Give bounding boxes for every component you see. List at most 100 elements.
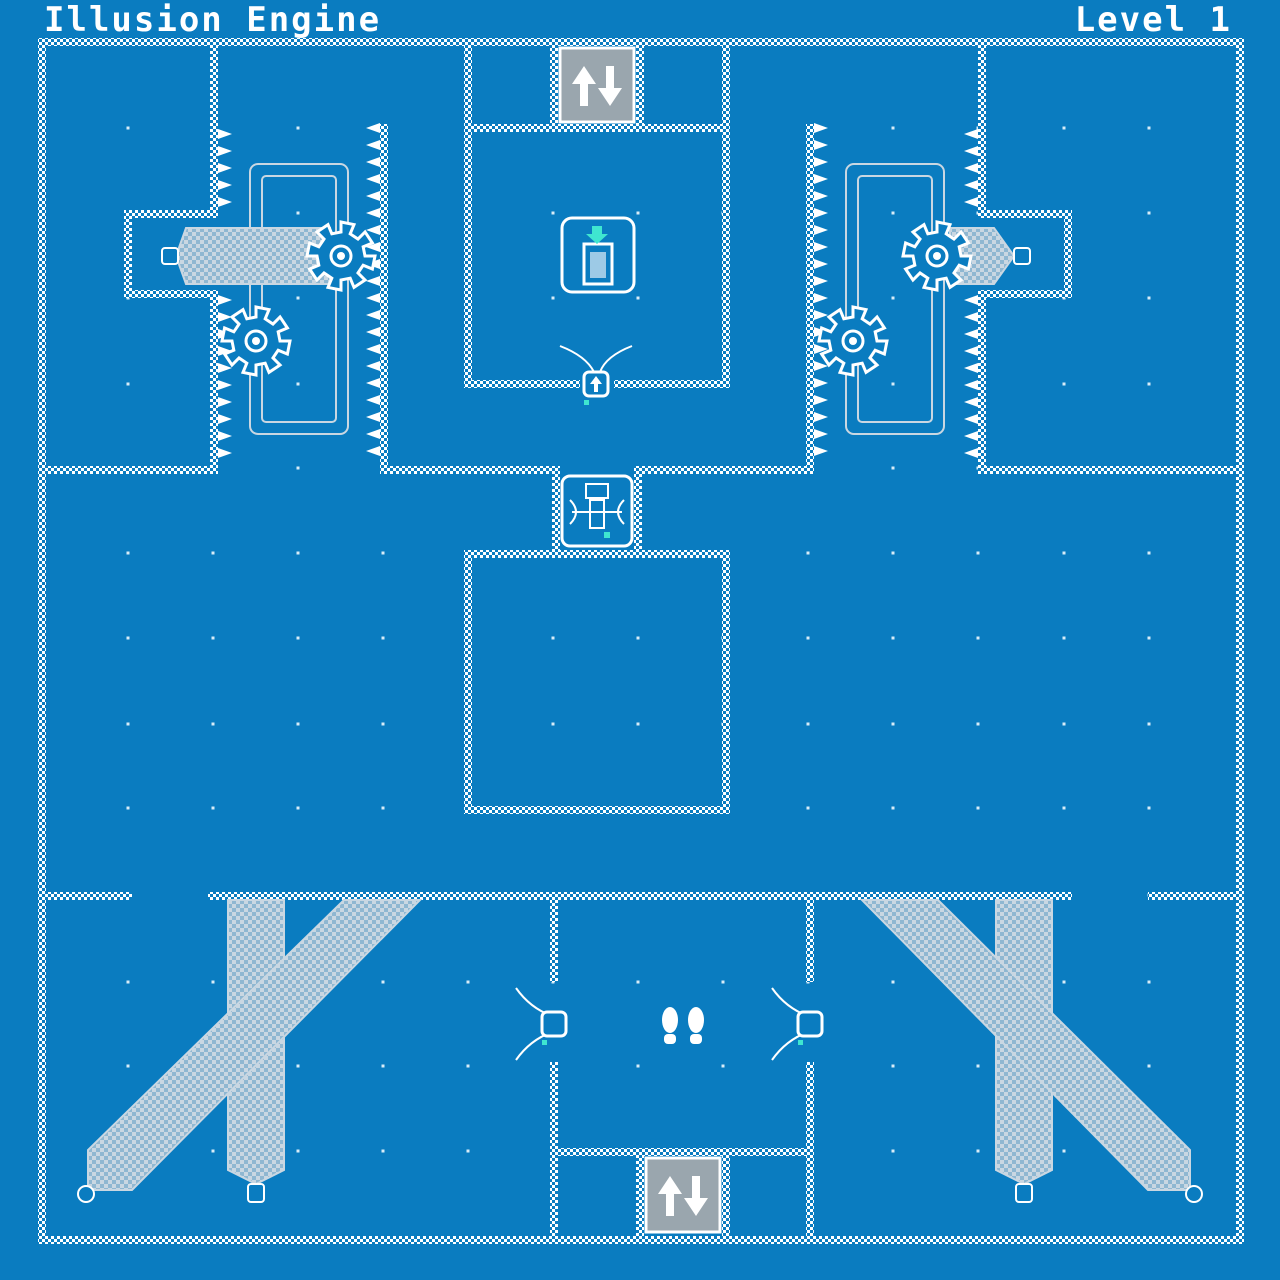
floor-dot [891, 1064, 895, 1068]
spike [218, 431, 232, 441]
spike [814, 191, 828, 201]
floor-dot [806, 636, 810, 640]
beams [87, 227, 1191, 1191]
spike [218, 129, 232, 139]
gear-rail-right [845, 163, 945, 435]
floor-dot [466, 1149, 470, 1153]
floor-dot [891, 466, 895, 470]
floor-dot [551, 722, 555, 726]
spike [366, 225, 380, 235]
spike [814, 361, 828, 371]
spike [218, 448, 232, 458]
spike [814, 242, 828, 252]
spike [366, 378, 380, 388]
spike [814, 208, 828, 218]
spike [814, 276, 828, 286]
floor-dot [551, 211, 555, 215]
floor-dot [1062, 722, 1066, 726]
floor-dot [296, 1064, 300, 1068]
floor-dot [636, 636, 640, 640]
spike [964, 414, 978, 424]
floor-dot [381, 551, 385, 555]
walls [38, 38, 1244, 1244]
door-top-center[interactable] [559, 345, 633, 405]
floor-dot [1062, 636, 1066, 640]
floor-dot [1147, 722, 1151, 726]
floor-dot [636, 980, 640, 984]
floor-dot [976, 722, 980, 726]
spike [218, 180, 232, 190]
emitter-bottom-left-1 [77, 1185, 95, 1203]
spike [366, 276, 380, 286]
elevator-bottom[interactable] [644, 1156, 722, 1234]
spike [814, 412, 828, 422]
floor-dot [976, 551, 980, 555]
spike [218, 380, 232, 390]
spike [218, 295, 232, 305]
spike [366, 123, 380, 133]
floor-dot [891, 382, 895, 386]
door-center-connector[interactable] [560, 474, 634, 548]
floor-dot [551, 636, 555, 640]
computer-terminal[interactable] [560, 216, 636, 294]
beam-emitters [77, 247, 1203, 1203]
floor-dot [1062, 382, 1066, 386]
spike [366, 191, 380, 201]
door-bottom-right[interactable] [771, 987, 824, 1061]
floor-dot [891, 551, 895, 555]
spike [366, 412, 380, 422]
spike [366, 327, 380, 337]
emitter-bottom-left-2 [247, 1183, 265, 1203]
spike [964, 295, 978, 305]
spike [814, 395, 828, 405]
computer-terminal-icon [582, 226, 614, 286]
floor-dot [296, 806, 300, 810]
spike [964, 397, 978, 407]
spike [218, 397, 232, 407]
arrow-down-icon [586, 226, 608, 244]
spike-walls [218, 123, 978, 458]
floor-dot [1147, 126, 1151, 130]
floor-dot [976, 1149, 980, 1153]
floor-dot [381, 980, 385, 984]
spike [964, 448, 978, 458]
spike [814, 429, 828, 439]
floor-dot [296, 722, 300, 726]
door-bottom-left[interactable] [515, 987, 568, 1061]
spike [964, 312, 978, 322]
spike [814, 293, 828, 303]
floor-dot [1147, 1064, 1151, 1068]
spike [366, 361, 380, 371]
spike [366, 208, 380, 218]
floor-dot [466, 1064, 470, 1068]
floor-dot [976, 636, 980, 640]
floor-dot [891, 1149, 895, 1153]
spike [964, 163, 978, 173]
floor-dot [891, 126, 895, 130]
floor-dot [1062, 806, 1066, 810]
floor-dot [126, 551, 130, 555]
spike [366, 157, 380, 167]
spike [218, 197, 232, 207]
floor-dot [806, 722, 810, 726]
spike [964, 431, 978, 441]
footprints-icon[interactable] [662, 1007, 704, 1044]
floor-dot [126, 126, 130, 130]
gear-icon [220, 305, 292, 377]
spike [814, 446, 828, 456]
spike [366, 395, 380, 405]
spike [366, 344, 380, 354]
emitter-bottom-right-1 [1015, 1183, 1033, 1203]
floor-dot [1147, 980, 1151, 984]
floor-dot [891, 722, 895, 726]
elevator-top[interactable] [558, 46, 636, 124]
spike [366, 293, 380, 303]
floor-dot [891, 980, 895, 984]
spike [366, 174, 380, 184]
floor-dot [466, 980, 470, 984]
floor-dot [636, 1064, 640, 1068]
spike [218, 346, 232, 356]
floor-dot [296, 296, 300, 300]
gears [220, 220, 973, 377]
